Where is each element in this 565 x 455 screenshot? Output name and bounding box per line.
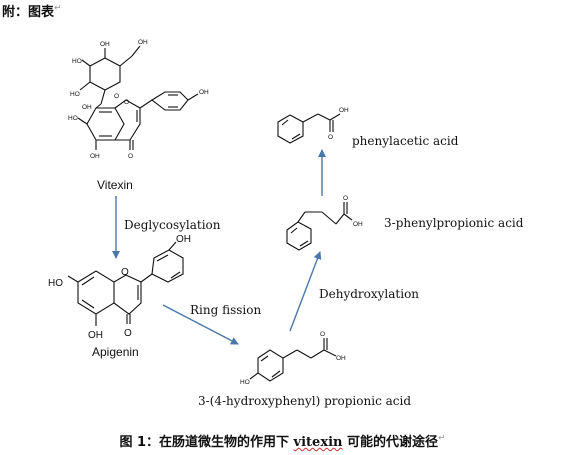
dehydroxylation-label: Dehydroxylation (319, 287, 420, 301)
ppa-acid-structure (286, 202, 353, 251)
atom-label: OH (199, 89, 209, 96)
pa-acid-structure (277, 113, 341, 144)
return-mark-icon: ↵ (54, 3, 62, 14)
atom-label: OH (339, 107, 349, 114)
atom-label: HO (48, 278, 63, 289)
atom-label: HO (68, 115, 78, 122)
atom-label: OH (90, 153, 100, 160)
atom-label: OH (138, 39, 148, 46)
atom-label: OH (82, 104, 92, 111)
atom-label: O (128, 153, 133, 160)
atom-label: O (121, 267, 129, 278)
apigenin-structure (67, 241, 184, 326)
atom-label: OH (353, 221, 363, 228)
atom-label: OH (176, 234, 191, 245)
atom-label: O (328, 134, 333, 141)
pa-acid-label: phenylacetic acid (352, 134, 459, 148)
vitexin-structure (77, 45, 199, 150)
atom-label: O (343, 195, 348, 202)
header-label: 附：图表↵ (2, 3, 62, 20)
atom-label: OH (336, 355, 346, 362)
atom-label: O (124, 99, 129, 106)
ring-fission-label: Ring fission (190, 303, 262, 317)
atom-label: HO (70, 91, 80, 98)
atom-label: HO (72, 58, 82, 65)
figure-caption: 图 1：在肠道微生物的作用下 vitexin 可能的代谢途径↵ (119, 433, 446, 450)
hpp-acid-label: 3-(4-hydroxyphenyl) propionic acid (198, 394, 411, 408)
atom-label: OH (88, 330, 103, 341)
return-mark-icon: ↵ (438, 433, 446, 444)
ppa-acid-label: 3-phenylpropionic acid (384, 216, 524, 230)
apigenin-label: Apigenin (92, 345, 139, 359)
atom-label: OH (100, 41, 110, 48)
dehydroxylation-arrow (289, 251, 322, 332)
vitexin-label: Vitexin (97, 178, 133, 192)
ring-fission-arrow (162, 304, 239, 345)
deglycosylation-label: Deglycosylation (124, 218, 221, 232)
atom-label: O (320, 331, 325, 338)
atom-label: HO (240, 379, 250, 386)
hpp-acid-structure (249, 338, 337, 382)
atom-label: O (114, 93, 119, 100)
atom-label: O (124, 328, 132, 339)
